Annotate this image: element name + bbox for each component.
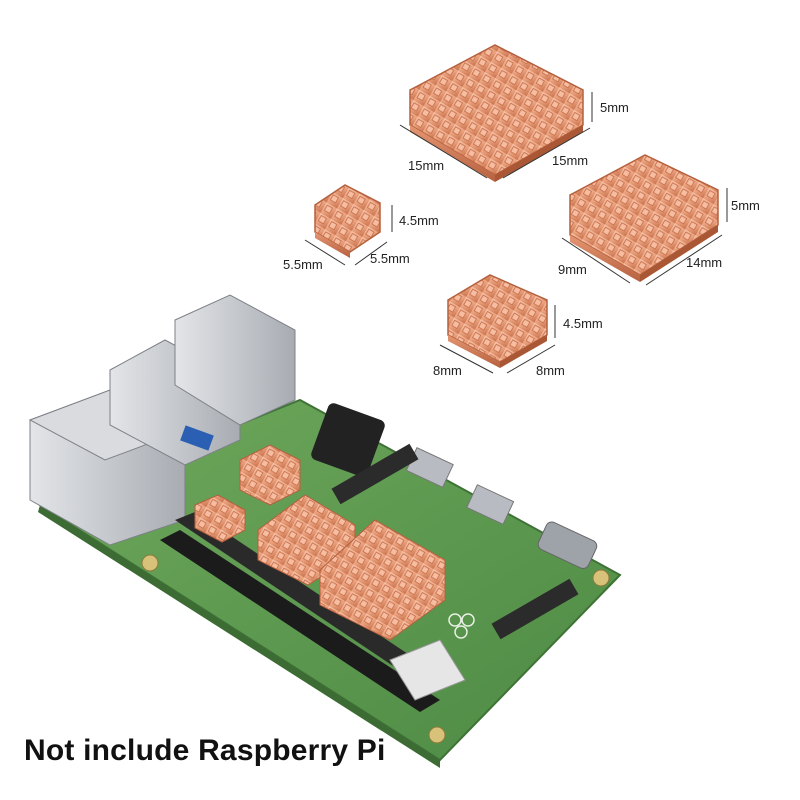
heatsink-large (399, 44, 593, 182)
heatsink-medium (561, 154, 728, 286)
caption-text: Not include Raspberry Pi (24, 734, 386, 767)
dim-medium-depth: 14mm (686, 255, 723, 270)
usb-c-port (537, 521, 598, 569)
mounted-heatsink-4 (319, 519, 446, 641)
mounted-heatsink-2 (194, 494, 246, 543)
gpio-header (160, 512, 450, 712)
mounted-heatsink-1 (239, 444, 301, 506)
dim-large-width: 15mm (408, 158, 445, 173)
dim-large-depth: 15mm (552, 153, 589, 168)
dim-medium-height: 5mm (731, 198, 760, 213)
heatsink-small (304, 184, 393, 266)
heatsink-mini (439, 274, 556, 374)
camera-connector (491, 578, 579, 640)
usb-ports (109, 294, 296, 466)
dim-small-depth: 5.5mm (370, 251, 410, 266)
audio-jack (311, 403, 385, 477)
dim-small-width: 5.5mm (283, 257, 323, 272)
sd-card-slot (389, 639, 466, 701)
display-connector (331, 443, 419, 505)
dim-small-height: 4.5mm (399, 213, 439, 228)
dim-mini-depth: 8mm (536, 363, 565, 378)
dim-medium-width: 9mm (558, 262, 587, 277)
raspberry-logo (448, 613, 475, 639)
hdmi-port-2 (466, 484, 515, 525)
dim-mini-height: 4.5mm (563, 316, 603, 331)
dim-mini-width: 8mm (433, 363, 462, 378)
raspberry-pi-board (28, 294, 622, 768)
dim-large-height: 5mm (600, 100, 629, 115)
